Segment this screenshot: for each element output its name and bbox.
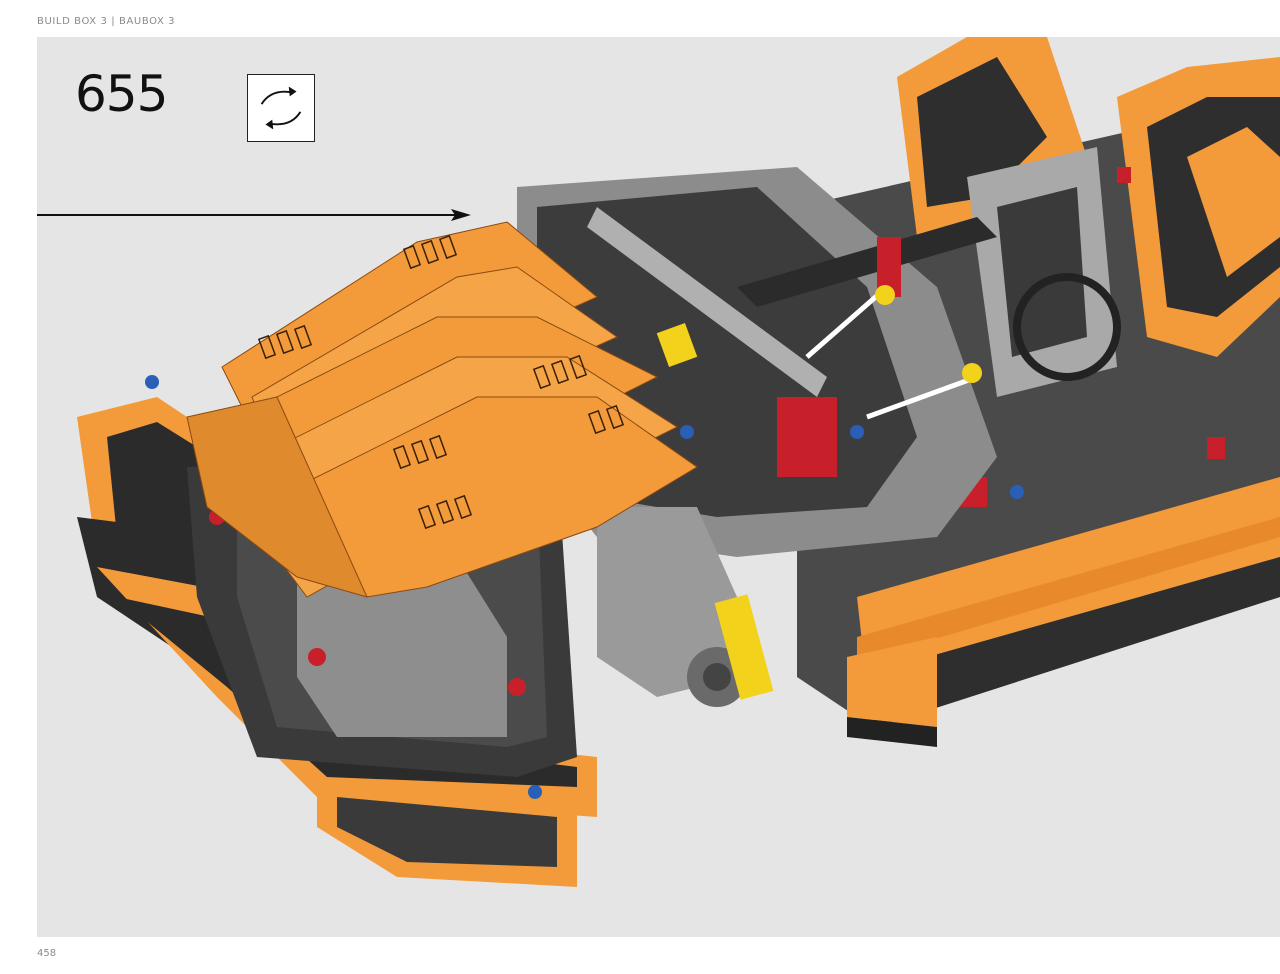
page-number: 458 xyxy=(37,948,57,959)
rotate-model-icon xyxy=(247,74,315,142)
rear-chassis xyxy=(797,37,1280,747)
lego-model-illustration xyxy=(77,37,1280,887)
step-number: 655 xyxy=(75,65,168,123)
pointer-arrow xyxy=(37,209,471,221)
hood-panels xyxy=(186,221,698,598)
page-header: BUILD BOX 3 | BAUBOX 3 xyxy=(37,16,176,27)
instruction-panel: 655 xyxy=(37,37,1280,937)
